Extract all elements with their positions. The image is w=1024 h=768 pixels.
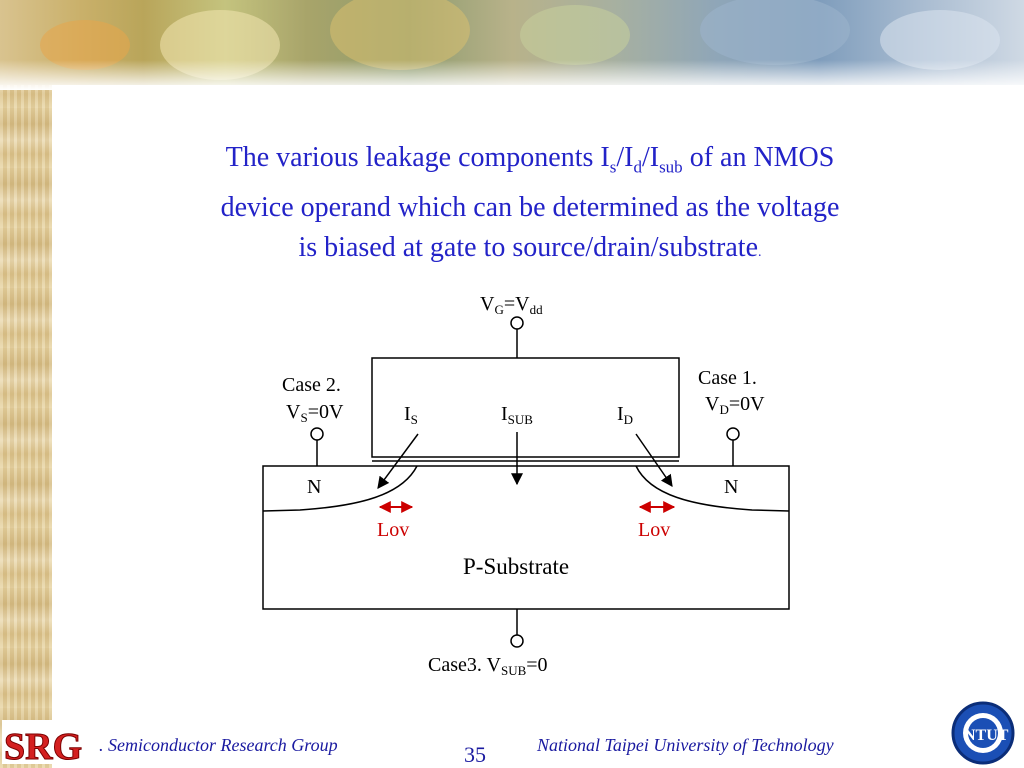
gate-terminal: [510, 316, 524, 330]
n-right-label: N: [724, 476, 738, 498]
substrate-terminal: [510, 634, 524, 648]
footer-group: . Semiconductor Research Group: [99, 735, 338, 755]
source-terminal: [310, 427, 324, 441]
ntut-logo-text: NTUT: [964, 727, 1009, 744]
substrate-label: P-Substrate: [463, 554, 569, 579]
n-left-label: N: [307, 476, 321, 498]
source-junction: [262, 465, 418, 512]
id-arrow: [635, 433, 673, 487]
isub-label: ISUB: [501, 403, 533, 427]
gate-electrode: [371, 357, 680, 458]
srg-logo: [2, 720, 76, 764]
decorative-left-strip: [0, 0, 52, 768]
title-line2: device operand which can be determined a…: [220, 191, 840, 223]
title-sub-sub: sub: [659, 157, 683, 177]
title-line1-post: of an NMOS: [682, 142, 835, 173]
title-dot: .: [758, 244, 762, 260]
drain-junction: [635, 465, 790, 512]
id-label: ID: [617, 403, 633, 427]
title-sep1: /I: [616, 142, 634, 173]
case2-voltage: VS=0V: [286, 401, 344, 425]
title-sub-d: d: [633, 157, 642, 177]
lov-left-label: Lov: [377, 519, 409, 541]
case3-voltage: Case3. VSUB=0: [428, 654, 548, 678]
title-sub-s: s: [609, 157, 617, 177]
ntut-logo: NTUT: [951, 701, 1015, 765]
is-label: IS: [404, 403, 418, 427]
title-line3: is biased at gate to source/drain/substr…: [298, 231, 759, 263]
case1-title: Case 1.: [698, 367, 757, 389]
srg-logo-text: SRG: [4, 726, 82, 768]
drain-terminal: [726, 427, 740, 441]
is-arrow: [377, 433, 419, 489]
footer-university: National Taipei University of Technology: [537, 735, 834, 755]
footer-page-number: 35: [464, 742, 486, 767]
case1-voltage: VD=0V: [705, 393, 765, 417]
lov-right-label: Lov: [638, 519, 670, 541]
title-sep2: /I: [641, 142, 660, 173]
gate-voltage-label: VG=Vdd: [480, 293, 543, 317]
substrate-block: [262, 465, 790, 610]
slide-title: The various leakage components Is/Id/Isu…: [100, 138, 960, 273]
banner-fade: [0, 60, 1024, 90]
case2-title: Case 2.: [282, 374, 341, 396]
title-line1-text: The various leakage components I: [225, 142, 610, 173]
